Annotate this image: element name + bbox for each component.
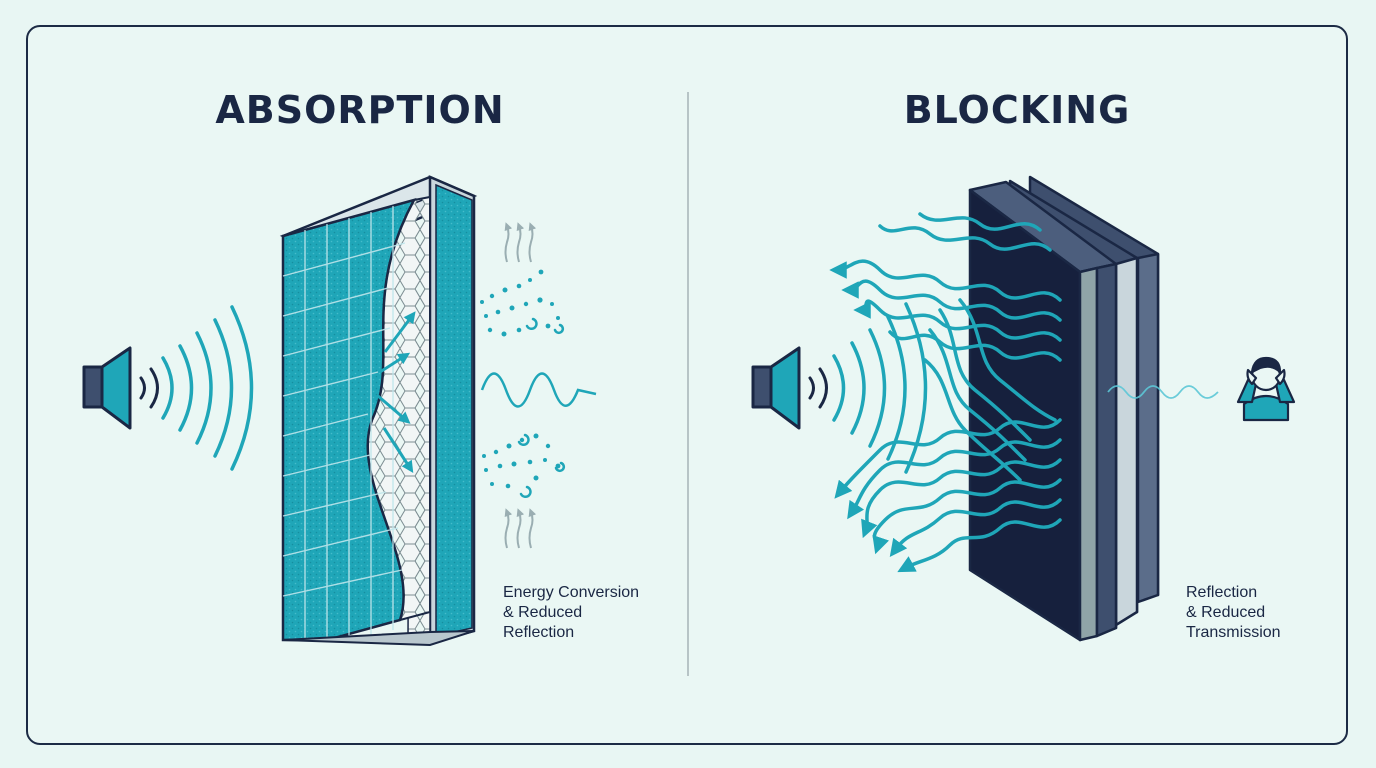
blocking-caption-line-1: Reflection	[1186, 584, 1258, 601]
blocking-wall	[968, 175, 1160, 642]
absorption-caption: Energy Conversion & Reduced Reflection	[503, 583, 639, 643]
person-covering-ears-icon	[1236, 356, 1296, 422]
absorption-caption-line-2: & Reduced	[503, 604, 583, 621]
reflected-waves	[829, 212, 1062, 573]
blocking-caption: Reflection & Reduced Transmission	[1186, 583, 1281, 643]
blocking-caption-line-2: & Reduced	[1186, 604, 1266, 621]
heat-arrows-top	[504, 222, 537, 263]
absorption-caption-line-1: Energy Conversion	[503, 584, 640, 601]
absorption-title: ABSORPTION	[215, 88, 505, 132]
reduced-transmitted-wave	[480, 372, 597, 408]
blocking-caption-line-3: Transmission	[1186, 624, 1281, 641]
speaker-icon	[751, 346, 801, 430]
dissipation-particles	[480, 269, 561, 489]
sound-waves-emitted	[808, 302, 928, 474]
speaker-icon	[82, 346, 132, 430]
absorption-caption-line-3: Reflection	[503, 624, 575, 641]
sound-waves-emitted	[139, 305, 254, 471]
absorption-panel	[279, 175, 478, 647]
faint-transmitted-wave	[1107, 385, 1219, 399]
heat-arrows-bottom	[504, 508, 537, 549]
blocking-title: BLOCKING	[903, 88, 1131, 132]
panel-divider	[687, 92, 689, 676]
